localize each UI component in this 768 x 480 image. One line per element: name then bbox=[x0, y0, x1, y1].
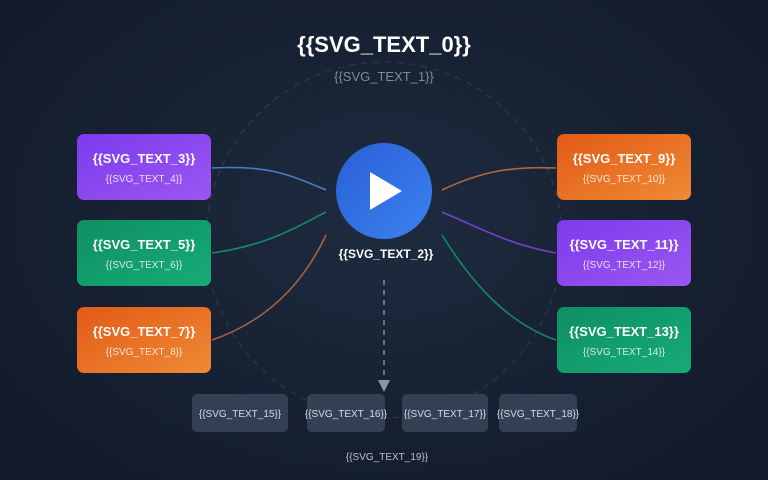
connector-left-1 bbox=[211, 166, 327, 191]
connector-right-2 bbox=[441, 211, 557, 254]
chip-4[interactable]: {{SVG_TEXT_18}} bbox=[497, 394, 580, 432]
node-left-2[interactable]: {{SVG_TEXT_5}} {{SVG_TEXT_6}} bbox=[77, 220, 211, 286]
node-right-2-sub: {{SVG_TEXT_12}} bbox=[583, 260, 666, 271]
connector-left-2 bbox=[211, 211, 327, 254]
node-left-2-title: {{SVG_TEXT_5}} bbox=[93, 237, 196, 252]
node-left-3-title: {{SVG_TEXT_7}} bbox=[93, 324, 196, 339]
chip-2-label: {{SVG_TEXT_16}} bbox=[305, 409, 388, 420]
node-right-2-title: {{SVG_TEXT_11}} bbox=[569, 237, 678, 252]
chip-4-label: {{SVG_TEXT_18}} bbox=[497, 409, 580, 420]
node-right-3[interactable]: {{SVG_TEXT_13}} {{SVG_TEXT_14}} bbox=[557, 307, 691, 373]
node-right-3-sub: {{SVG_TEXT_14}} bbox=[583, 347, 666, 358]
node-left-2-sub: {{SVG_TEXT_6}} bbox=[106, 260, 183, 271]
chip-3[interactable]: {{SVG_TEXT_17}} bbox=[402, 394, 488, 432]
node-left-1-title: {{SVG_TEXT_3}} bbox=[93, 151, 196, 166]
connector-right-1 bbox=[441, 166, 557, 191]
node-left-1[interactable]: {{SVG_TEXT_3}} {{SVG_TEXT_4}} bbox=[77, 134, 211, 200]
node-right-1-sub: {{SVG_TEXT_10}} bbox=[583, 174, 666, 185]
node-right-1-title: {{SVG_TEXT_9}} bbox=[573, 151, 676, 166]
page-title: {{SVG_TEXT_0}} bbox=[297, 32, 471, 57]
connector-left-3 bbox=[211, 234, 327, 341]
play-icon bbox=[370, 172, 402, 210]
node-right-2[interactable]: {{SVG_TEXT_11}} {{SVG_TEXT_12}} bbox=[557, 220, 691, 286]
chip-3-label: {{SVG_TEXT_17}} bbox=[404, 409, 487, 420]
connector-right-3 bbox=[441, 234, 557, 341]
chip-1-label: {{SVG_TEXT_15}} bbox=[199, 409, 282, 420]
node-right-1[interactable]: {{SVG_TEXT_9}} {{SVG_TEXT_10}} bbox=[557, 134, 691, 200]
page-subtitle: {{SVG_TEXT_1}} bbox=[334, 69, 434, 84]
footer-caption: {{SVG_TEXT_19}} bbox=[346, 452, 429, 463]
chip-1[interactable]: {{SVG_TEXT_15}} bbox=[192, 394, 288, 432]
node-right-3-title: {{SVG_TEXT_13}} bbox=[569, 324, 679, 339]
hub-label: {{SVG_TEXT_2}} bbox=[339, 247, 434, 261]
chip-2[interactable]: {{SVG_TEXT_16}} bbox=[305, 394, 388, 432]
node-left-3[interactable]: {{SVG_TEXT_7}} {{SVG_TEXT_8}} bbox=[77, 307, 211, 373]
node-left-3-sub: {{SVG_TEXT_8}} bbox=[106, 347, 183, 358]
hub-node[interactable]: {{SVG_TEXT_2}} bbox=[336, 143, 434, 261]
down-arrow-head bbox=[378, 380, 390, 392]
node-left-1-sub: {{SVG_TEXT_4}} bbox=[106, 174, 183, 185]
